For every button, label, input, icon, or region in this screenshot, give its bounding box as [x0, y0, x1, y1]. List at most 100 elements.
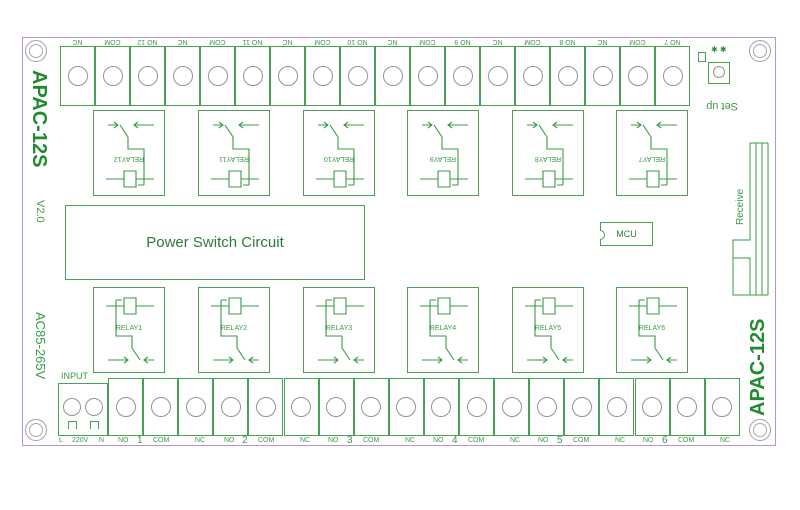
top-terminal[interactable] — [480, 46, 515, 106]
relay-label: RELAY3 — [325, 325, 353, 332]
top-terminal[interactable] — [620, 46, 655, 106]
top-terminal[interactable] — [130, 46, 165, 106]
relay-symbol-icon — [316, 121, 364, 188]
bottom-terminal[interactable] — [423, 378, 459, 436]
relay-relay4: RELAY4 — [407, 287, 479, 373]
terminal-screw — [255, 397, 276, 417]
top-terminal[interactable] — [375, 46, 410, 106]
bottom-terminal[interactable] — [529, 378, 565, 436]
bottom-terminal-label: NO — [433, 437, 444, 444]
mounting-hole-top-left — [25, 40, 47, 62]
bottom-terminal[interactable] — [494, 378, 530, 436]
bottom-terminal-label: NO — [328, 437, 339, 444]
terminal-screw — [67, 66, 88, 86]
top-terminal-label: NO 10 — [347, 38, 368, 45]
top-terminal-label: NO 8 — [559, 38, 576, 45]
bottom-terminal[interactable] — [564, 378, 600, 436]
terminal-screw — [220, 397, 241, 417]
terminal-screw — [242, 66, 263, 86]
relay-label: RELAY10 — [323, 155, 355, 162]
terminal-screw — [115, 397, 136, 417]
mounting-hole-bottom-left — [25, 419, 47, 441]
bottom-terminal[interactable] — [248, 378, 284, 436]
top-terminal-label: COM — [104, 38, 121, 45]
relay-label: RELAY8 — [534, 155, 562, 162]
top-terminal-label: NC — [72, 38, 83, 45]
terminal-screw — [326, 397, 347, 417]
top-terminal[interactable] — [550, 46, 585, 106]
relay-label: RELAY7 — [638, 155, 666, 162]
terminal-screw — [606, 397, 627, 417]
bottom-terminal-label: 2 — [242, 435, 248, 446]
terminal-screw — [431, 397, 452, 417]
input-pad-n — [90, 421, 99, 429]
bottom-terminal[interactable] — [353, 378, 389, 436]
top-terminal[interactable] — [305, 46, 340, 106]
setup-label: Set up — [706, 100, 738, 112]
bottom-terminal[interactable] — [283, 378, 319, 436]
bottom-terminal[interactable] — [143, 378, 179, 436]
bottom-terminal[interactable] — [318, 378, 354, 436]
terminal-screw — [185, 397, 206, 417]
top-terminal-label: NC — [387, 38, 398, 45]
top-terminal[interactable] — [165, 46, 200, 106]
terminal-screw — [172, 66, 193, 86]
input-label-l: L — [59, 437, 63, 444]
top-terminal[interactable] — [340, 46, 375, 106]
terminal-screw — [291, 397, 312, 417]
top-terminal-label: NO 11 — [242, 38, 263, 45]
relay-symbol-icon — [420, 121, 468, 188]
relay-relay1: RELAY1 — [93, 287, 165, 373]
top-terminal[interactable] — [60, 46, 95, 106]
top-terminal[interactable] — [515, 46, 550, 106]
bottom-terminal[interactable] — [704, 378, 740, 436]
receive-label: Receive — [735, 188, 746, 225]
relay-relay11: RELAY11 — [198, 110, 270, 196]
top-terminal[interactable] — [200, 46, 235, 106]
bottom-terminal-label: NC — [300, 437, 311, 444]
terminal-screw — [347, 66, 368, 86]
relay-label: RELAY2 — [220, 325, 248, 332]
input-terminal-block[interactable] — [58, 383, 108, 436]
terminal-screw — [627, 66, 648, 86]
bottom-terminal-label: NO — [538, 437, 549, 444]
terminal-screw — [452, 66, 473, 86]
bottom-terminal[interactable] — [459, 378, 495, 436]
terminal-screw — [642, 397, 663, 417]
mcu-chip: MCU — [600, 222, 653, 246]
bottom-terminal-label: NC — [195, 437, 206, 444]
mcu-label: MCU — [616, 229, 637, 239]
setup-button[interactable] — [708, 62, 730, 84]
bottom-terminal[interactable] — [599, 378, 635, 436]
top-terminal[interactable] — [655, 46, 690, 106]
bottom-terminal-label: 3 — [347, 435, 353, 446]
terminal-screw — [417, 66, 438, 86]
bottom-terminal[interactable] — [634, 378, 670, 436]
setup-button-knob — [713, 66, 725, 78]
top-terminal[interactable] — [95, 46, 130, 106]
bottom-terminal-label: 5 — [557, 435, 563, 446]
power-switch-circuit-block: Power Switch Circuit — [65, 205, 365, 280]
top-terminal-label: COM — [524, 38, 541, 45]
top-terminal[interactable] — [270, 46, 305, 106]
top-terminal[interactable] — [585, 46, 620, 106]
terminal-screw — [396, 397, 417, 417]
bottom-terminal[interactable] — [388, 378, 424, 436]
bottom-terminal[interactable] — [178, 378, 214, 436]
terminal-screw — [466, 397, 487, 417]
logo-mark: ✱ ✱ — [711, 45, 727, 54]
top-terminal-label: NO 12 — [137, 38, 158, 45]
top-terminal-label: COM — [629, 38, 646, 45]
bottom-terminal-label: NO — [643, 437, 654, 444]
top-terminal-label: NC — [492, 38, 503, 45]
bottom-terminal[interactable] — [213, 378, 249, 436]
bottom-terminal[interactable] — [669, 378, 705, 436]
relay-relay6: RELAY6 — [616, 287, 688, 373]
top-terminal-label: COM — [314, 38, 331, 45]
terminal-screw — [592, 66, 613, 86]
top-terminal[interactable] — [235, 46, 270, 106]
top-terminal[interactable] — [410, 46, 445, 106]
bottom-terminal[interactable] — [108, 378, 144, 436]
top-terminal[interactable] — [445, 46, 480, 106]
relay-symbol-icon — [106, 121, 154, 188]
